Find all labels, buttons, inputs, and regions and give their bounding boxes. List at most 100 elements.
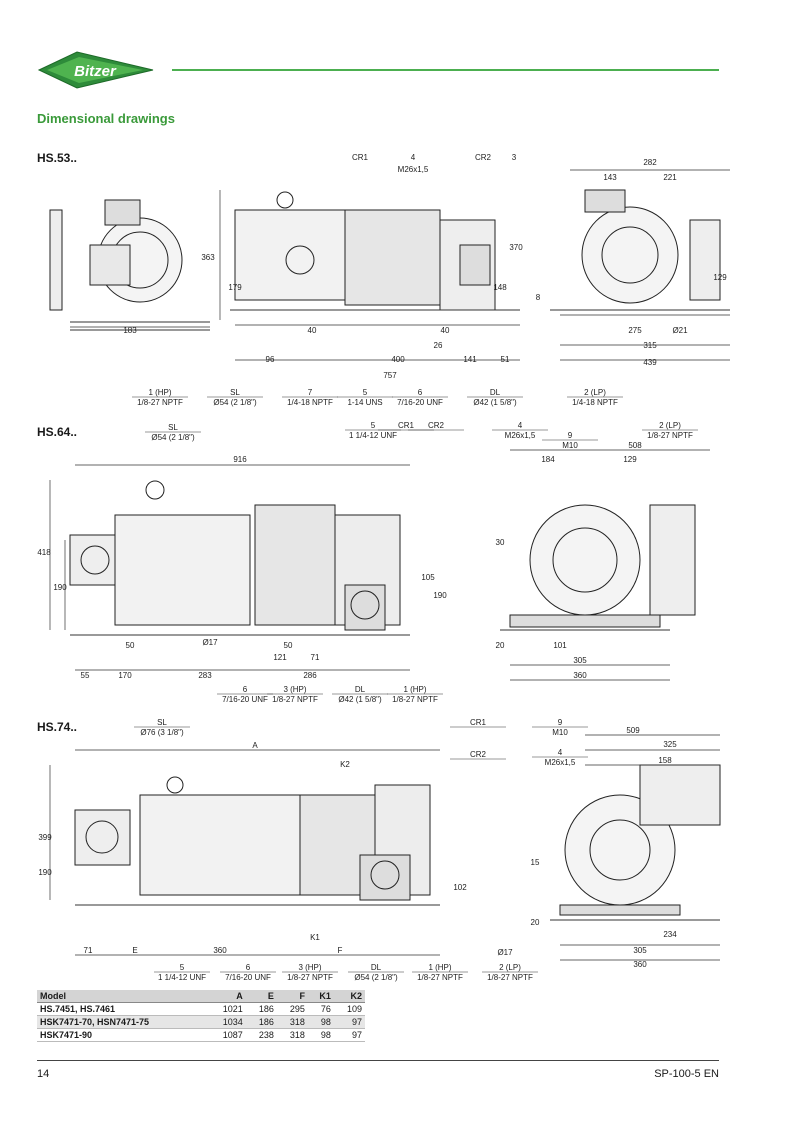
dimension-label: 3 (HP): [283, 685, 306, 694]
table-header-cell: E: [245, 990, 277, 1003]
dimension-label: 418: [37, 548, 51, 557]
dimension-label: 121: [273, 653, 287, 662]
dimension-label: 50: [284, 641, 293, 650]
dimension-label: 1 (HP): [428, 963, 451, 972]
footer-rule: [37, 1060, 719, 1061]
flange-circle: [589, 819, 651, 881]
page-number: 14: [37, 1068, 50, 1080]
dimension-label: 7/16-20 UNF: [222, 695, 268, 704]
drawing-label-hs74: HS.74..: [37, 720, 78, 734]
compressor-body: [104, 199, 141, 226]
dimension-label: 4: [518, 421, 523, 430]
dimension-label: 370: [509, 243, 523, 252]
table-cell: 1034: [207, 1015, 246, 1029]
dimension-label: 1 1/4-12 UNF: [158, 973, 206, 982]
dimension-label: 20: [531, 918, 540, 927]
dimension-label: CR2: [428, 421, 445, 430]
dimension-label: 190: [433, 591, 447, 600]
dimension-label: 305: [633, 946, 647, 955]
dimension-label: 51: [501, 355, 510, 364]
dimension-label: 7: [308, 388, 313, 397]
dimension-label: 2 (LP): [499, 963, 521, 972]
dimension-label: 190: [53, 583, 67, 592]
table-cell: 97: [333, 1028, 365, 1042]
dimension-label: 190: [38, 868, 52, 877]
dimension-label: M26x1,5: [398, 165, 429, 174]
dimension-label: 20: [496, 641, 505, 650]
dimension-label: Ø54 (2 1/8"): [354, 973, 398, 982]
dimension-label: 3 (HP): [298, 963, 321, 972]
section-title: Dimensional drawings: [37, 111, 175, 126]
dimension-label: 143: [603, 173, 617, 182]
flange-circle: [552, 527, 618, 593]
compressor-body: [459, 244, 491, 286]
dimension-label: M26x1,5: [505, 431, 536, 440]
dimension-label: 221: [663, 173, 677, 182]
table-cell: 186: [245, 1002, 277, 1016]
compressor-body: [254, 504, 336, 626]
flange-circle: [581, 206, 679, 304]
compressor-body: [89, 244, 131, 286]
dimension-label: 282: [643, 158, 657, 167]
dimension-label: K2: [340, 760, 350, 769]
dimension-label: 9: [568, 431, 573, 440]
table-cell: HS.7451, HS.7461: [37, 1002, 208, 1016]
drawing-label-hs53: HS.53..: [37, 151, 78, 165]
dimension-label: 400: [391, 355, 405, 364]
dimension-label: 1 1/4-12 UNF: [349, 431, 397, 440]
compressor-body: [49, 209, 63, 311]
dimension-label: 916: [233, 455, 247, 464]
compressor-body: [584, 189, 626, 213]
dimension-label: SL: [168, 423, 178, 432]
dimension-label: 1/8-27 NPTF: [647, 431, 693, 440]
dimension-label: 283: [198, 671, 212, 680]
flange-circle: [276, 191, 294, 209]
dimension-label: 5: [363, 388, 368, 397]
dimension-label: 315: [643, 341, 657, 350]
dimension-label: 40: [441, 326, 450, 335]
drawing-label-hs64: HS.64..: [37, 425, 78, 439]
compressor-body: [234, 209, 346, 301]
dimension-label: 40: [308, 326, 317, 335]
document-code: SP-100-5 EN: [654, 1068, 719, 1080]
dimension-label: 5: [180, 963, 185, 972]
table-cell: 109: [333, 1002, 365, 1016]
table-header-cell: F: [276, 990, 308, 1003]
flange-circle: [85, 820, 119, 854]
dimension-label: Ø21: [672, 326, 688, 335]
table-cell: HSK7471-90: [37, 1028, 208, 1042]
dimension-label: CR2: [475, 153, 492, 162]
dimension-label: 6: [246, 963, 251, 972]
dimension-label: 1-14 UNS: [347, 398, 382, 407]
dimension-label: 286: [303, 671, 317, 680]
dimension-label: 757: [383, 371, 397, 380]
table-cell: HSK7471-70, HSN7471-75: [37, 1015, 208, 1029]
table-header-cell: A: [207, 990, 246, 1003]
dimension-label: 509: [626, 726, 640, 735]
compressor-body: [74, 809, 131, 866]
dimension-label: 148: [493, 283, 507, 292]
compressor-body: [359, 854, 411, 901]
dimension-label: 141: [463, 355, 477, 364]
compressor-body: [689, 219, 721, 301]
dimension-label: CR2: [470, 750, 487, 759]
flange-circle: [529, 504, 641, 616]
flange-circle: [80, 545, 110, 575]
bitzer-logo: Bitzer: [37, 51, 154, 89]
header-rule: [172, 69, 719, 71]
dimension-label: 1/8-27 NPTF: [487, 973, 533, 982]
dimension-label: Ø42 (1 5/8"): [473, 398, 517, 407]
dimension-label: 1 (HP): [148, 388, 171, 397]
dimension-label: 179: [228, 283, 242, 292]
table-cell: 318: [276, 1015, 308, 1029]
dimension-label: 1/8-27 NPTF: [417, 973, 463, 982]
table-cell: 295: [276, 1002, 308, 1016]
compressor-body: [139, 794, 301, 896]
compressor-body: [649, 504, 696, 616]
dimension-label: 26: [434, 341, 443, 350]
dimension-label: 55: [81, 671, 90, 680]
dimension-label: A: [252, 741, 258, 750]
